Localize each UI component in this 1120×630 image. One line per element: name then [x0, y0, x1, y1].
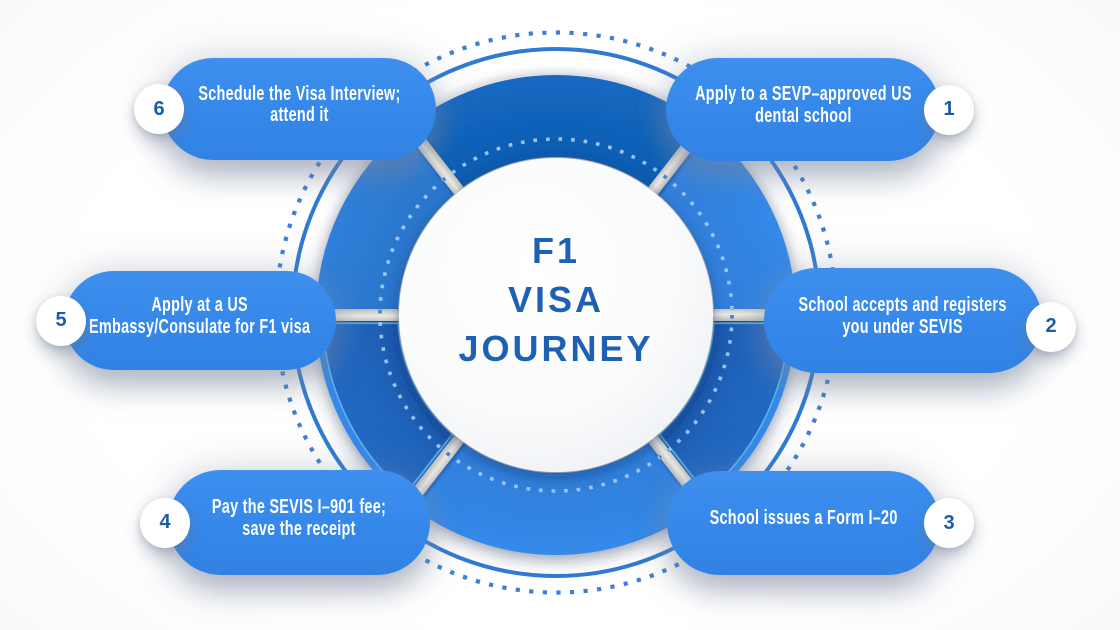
step-number-badge-6: 6	[134, 84, 184, 134]
center-circle	[399, 158, 713, 472]
step-number-badge-5: 5	[36, 295, 86, 346]
step-pill-2: School accepts and registers you under S…	[764, 268, 1076, 373]
step-label-6: Schedule the Visa Interview; attend it	[197, 82, 401, 126]
ring-segment-upper-left	[316, 125, 459, 315]
step-number-badge-3: 3	[924, 498, 974, 548]
step-number-5: 5	[55, 309, 67, 331]
step-number-6: 6	[153, 97, 165, 120]
step-label-2: School accepts and registers you under S…	[798, 294, 1008, 338]
step-label-3: School issues a Form I–20	[709, 507, 898, 530]
step-number-1: 1	[943, 98, 955, 120]
step-label-1: Apply to a SEVP–approved US dental schoo…	[694, 83, 912, 127]
step-number-badge-1: 1	[924, 84, 974, 135]
step-number-badge-2: 2	[1026, 301, 1076, 352]
step-number-2: 2	[1045, 315, 1057, 337]
step-label-5: Apply at a US Embassy/Consulate for F1 v…	[89, 294, 311, 338]
inner-dotted-circle-on-bars	[378, 137, 734, 493]
step-label-4: Pay the SEVIS I–901 fee; save the receip…	[211, 496, 387, 540]
step-pill-1: Apply to a SEVP–approved US dental schoo…	[666, 58, 974, 161]
ring-segment-top	[408, 75, 704, 191]
step-pill-6: Schedule the Visa Interview; attend it 6	[134, 58, 436, 160]
step-number-badge-4: 4	[140, 497, 190, 548]
ring-segment-bottom	[408, 439, 704, 555]
step-number-3: 3	[943, 511, 955, 534]
step-pill-3: School issues a Form I–20 3	[667, 471, 974, 575]
center-title: F1 VISA JOURNEY	[458, 230, 654, 369]
step-pill-4: Pay the SEVIS I–901 fee; save the receip…	[140, 470, 430, 575]
step-number-4: 4	[159, 511, 171, 533]
step-pill-5: Apply at a US Embassy/Consulate for F1 v…	[36, 271, 336, 370]
ring-segment-upper-right	[653, 125, 796, 315]
